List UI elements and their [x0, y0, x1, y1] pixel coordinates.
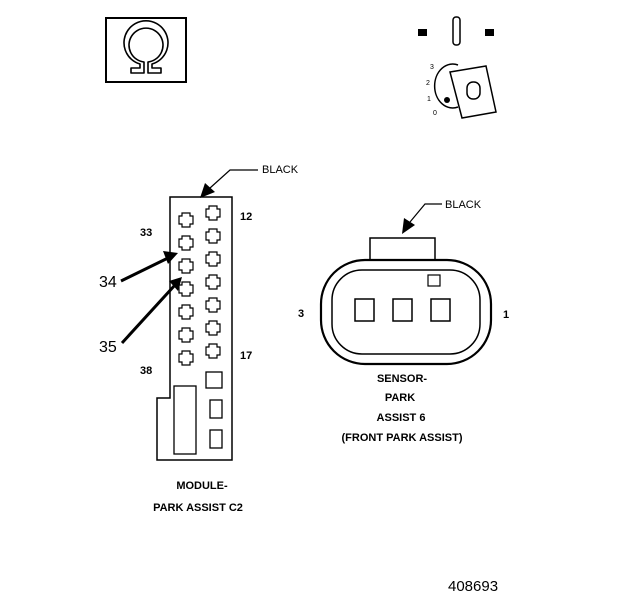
module-terminal-cavity [178, 327, 194, 343]
module-terminal-cavity [205, 274, 221, 290]
module-terminal-cavity [205, 320, 221, 336]
module-pin-38-label: 38 [140, 365, 152, 377]
module-terminal-cavity [178, 258, 194, 274]
key-position-2: 2 [426, 80, 430, 87]
module-pin-12-label: 12 [240, 211, 252, 223]
module-terminal-cavity [178, 212, 194, 228]
figure-number: 408693 [448, 578, 498, 595]
sensor-name-line4: (FRONT PARK ASSIST) [342, 432, 463, 444]
sensor-pin-3-label: 3 [298, 308, 304, 320]
module-terminal-cavity [178, 350, 194, 366]
key-position-1: 1 [427, 96, 431, 103]
sensor-wire-color: BLACK [445, 199, 482, 211]
sensor-wire-callout [402, 203, 442, 234]
module-wire-callout [200, 169, 258, 198]
module-terminal-cavity [205, 205, 221, 221]
module-terminal-cavity [178, 304, 194, 320]
ignition-key-icon: 3 2 1 0 [418, 16, 497, 119]
key-position-3: 3 [430, 64, 434, 71]
module-terminal-column-right [205, 205, 221, 359]
callout-arrow-34 [120, 251, 178, 283]
module-terminal-cavity [205, 297, 221, 313]
module-terminal-cavity [205, 343, 221, 359]
sensor-name-line2: PARK [385, 392, 415, 404]
callout-arrow-35 [120, 277, 182, 345]
module-wire-color: BLACK [262, 164, 299, 176]
module-pin-33-label: 33 [140, 227, 152, 239]
module-pin-17-label: 17 [240, 350, 252, 362]
callout-35-label: 35 [99, 339, 117, 356]
module-connector [156, 196, 233, 461]
callout-34-label: 34 [99, 274, 117, 291]
sensor-connector [319, 237, 493, 366]
sensor-name-line1: SENSOR- [377, 373, 427, 385]
module-terminal-cavity [178, 235, 194, 251]
key-position-0: 0 [433, 110, 437, 117]
module-name-line2: PARK ASSIST C2 [153, 502, 243, 514]
brand-logo [105, 17, 187, 83]
sensor-pin-1-label: 1 [503, 309, 509, 321]
module-name-line1: MODULE- [176, 480, 228, 492]
module-terminal-cavity [205, 228, 221, 244]
sensor-name-line3: ASSIST 6 [377, 412, 426, 424]
module-terminal-column-left [178, 212, 194, 366]
module-terminal-cavity [205, 251, 221, 267]
